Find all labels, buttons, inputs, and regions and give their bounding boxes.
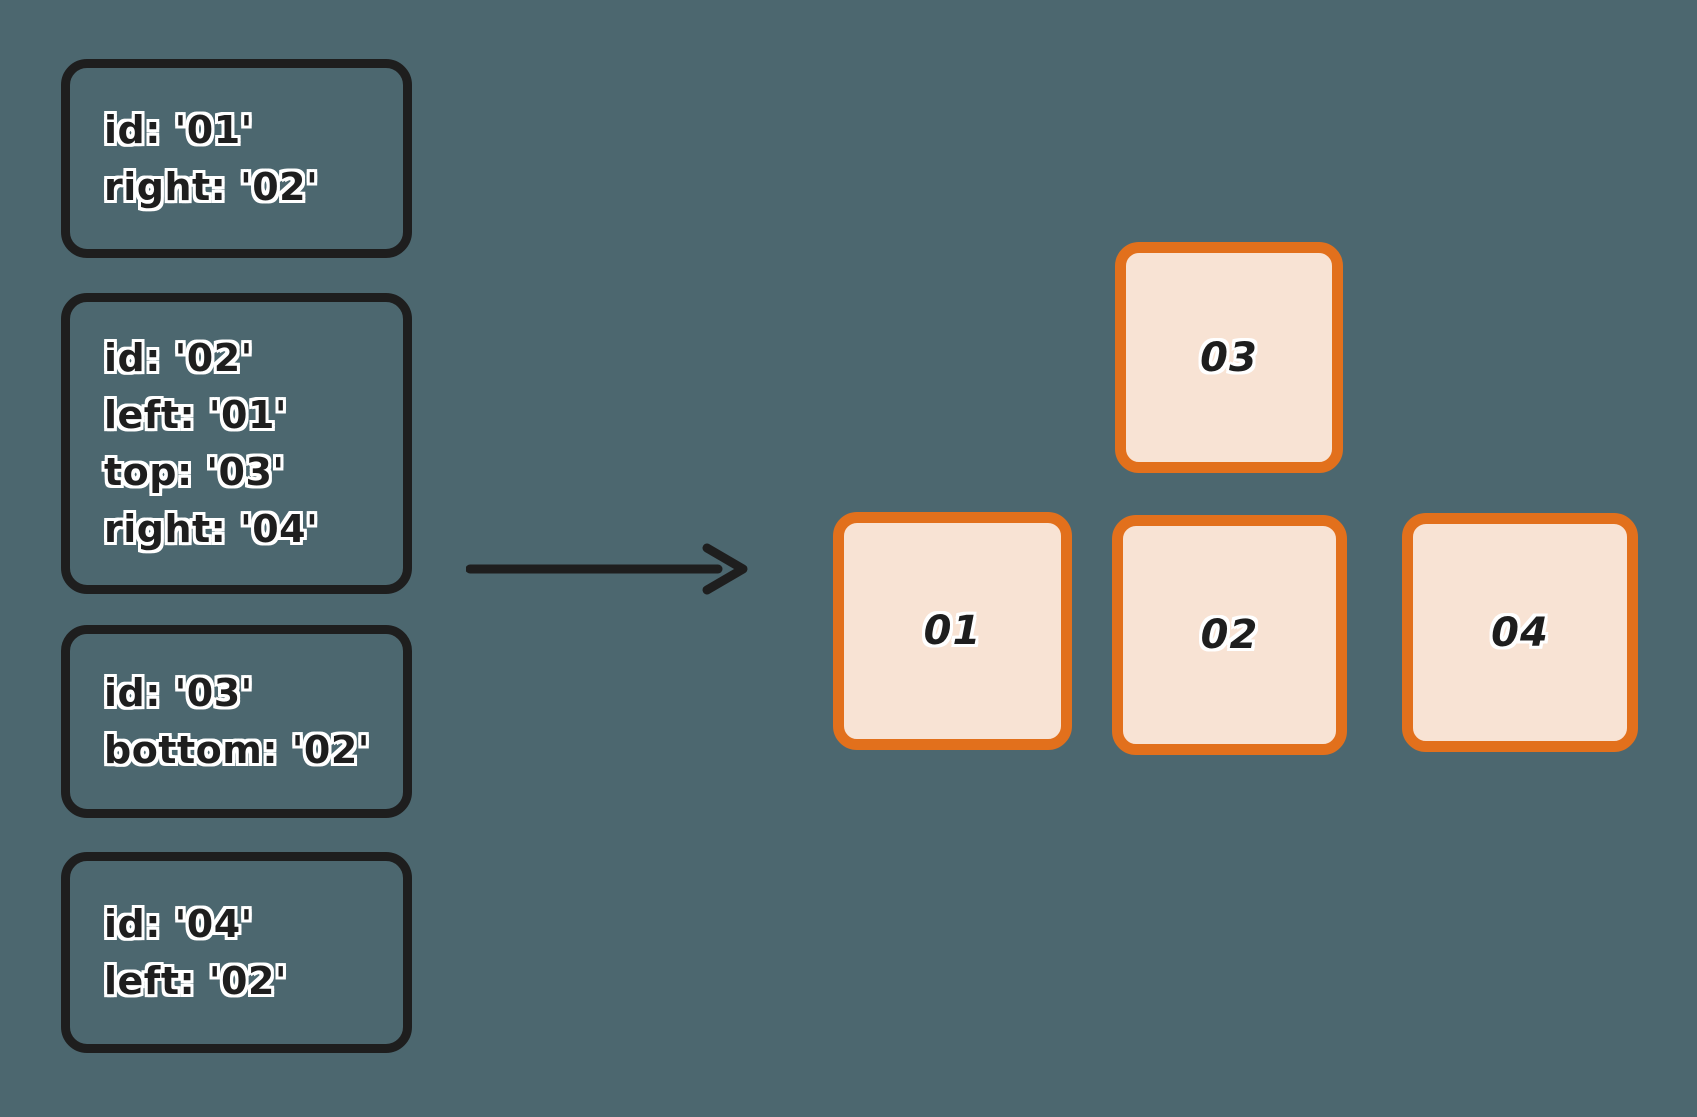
layout-node-03: 03 [1115,242,1343,473]
definition-card-01: id: '01' right: '02' [61,59,412,258]
definition-line: top: '03' [104,449,285,494]
arrow-right-icon [466,543,748,595]
definition-line: bottom: '02' [104,727,370,772]
definition-line: left: '02' [104,958,288,1003]
definition-line: left: '01' [104,392,288,437]
definition-line: right: '04' [104,506,319,551]
layout-node-label: 01 [923,608,982,654]
layout-node-label: 03 [1200,334,1258,381]
definition-line: id: '01' [104,107,253,152]
definition-line: id: '03' [104,670,253,715]
definition-line: id: '04' [104,901,253,946]
layout-node-04: 04 [1402,513,1638,752]
definition-card-04: id: '04' left: '02' [61,852,412,1053]
layout-node-02: 02 [1112,515,1347,755]
layout-node-label: 04 [1491,609,1549,656]
layout-node-label: 02 [1200,612,1259,658]
definition-line: id: '02' [104,335,253,380]
layout-node-01: 01 [833,512,1072,750]
definition-line: right: '02' [104,164,319,209]
definition-card-02: id: '02' left: '01' top: '03' right: '04' [61,293,412,594]
definition-card-03: id: '03' bottom: '02' [61,625,412,818]
